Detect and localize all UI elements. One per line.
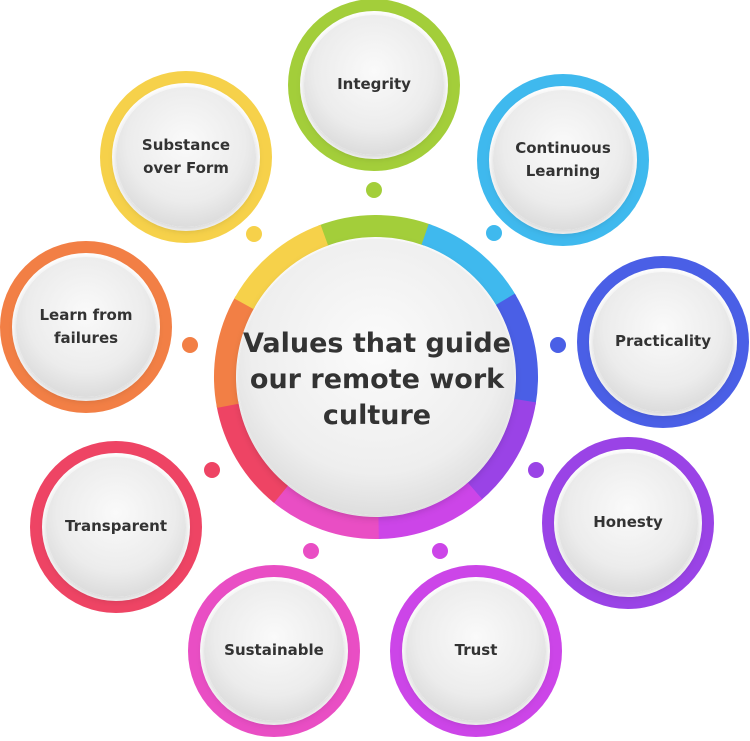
value-node-continuous-learning — [477, 74, 649, 246]
connector-dot-sustainable — [303, 543, 319, 559]
connector-dot-practicality — [550, 337, 566, 353]
value-label-continuous-learning: Continuous Learning — [515, 138, 611, 180]
ring-segment-practicality — [495, 293, 538, 406]
connector-dot-integrity — [366, 182, 382, 198]
ring-segment-learn-from-failures — [214, 296, 255, 408]
center-color-ring — [214, 215, 538, 539]
value-label-trust: Trust — [454, 641, 498, 660]
value-disc-learn-from-failures — [16, 257, 156, 397]
value-node-honesty — [542, 437, 714, 609]
value-node-learn-from-failures — [0, 241, 172, 413]
value-label-honesty: Honesty — [593, 513, 663, 532]
ring-segment-sustainable — [271, 484, 379, 539]
value-disc-substance-over-form — [116, 87, 256, 227]
ring-segment-trust — [375, 482, 483, 539]
center-circle — [238, 239, 514, 515]
ring-segment-transparent — [216, 401, 289, 503]
value-label-sustainable: Sustainable — [224, 641, 324, 660]
value-node-transparent — [30, 441, 202, 613]
connector-dot-continuous-learning — [486, 225, 502, 241]
value-disc-trust — [406, 581, 546, 721]
connector-dot-transparent — [204, 462, 220, 478]
value-disc-sustainable — [204, 581, 344, 721]
value-label-learn-from-failures: Learn from failures — [39, 305, 133, 347]
value-disc-transparent — [46, 457, 186, 597]
connector-dot-learn-from-failures — [182, 337, 198, 353]
value-label-transparent: Transparent — [65, 517, 167, 536]
value-node-practicality — [577, 256, 749, 428]
value-label-substance-over-form: Substance over Form — [141, 135, 231, 177]
ring-segment-substance-over-form — [234, 224, 329, 310]
value-disc-integrity — [304, 15, 444, 155]
value-node-sustainable — [188, 565, 360, 737]
ring-segment-integrity — [317, 215, 432, 247]
center-title: Values that guide our remote work cultur… — [243, 328, 511, 431]
connector-dot-honesty — [528, 462, 544, 478]
value-disc-continuous-learning — [493, 90, 633, 230]
value-disc-honesty — [558, 453, 698, 593]
value-disc-practicality — [593, 272, 733, 412]
value-label-practicality: Practicality — [615, 332, 711, 351]
ring-segment-honesty — [465, 398, 537, 502]
value-node-integrity — [288, 0, 460, 171]
value-node-trust — [390, 565, 562, 737]
ring-segment-continuous-learning — [421, 223, 517, 308]
connector-dot-trust — [432, 543, 448, 559]
value-label-integrity: Integrity — [337, 75, 411, 94]
connector-dot-substance-over-form — [246, 226, 262, 242]
value-node-substance-over-form — [100, 71, 272, 243]
